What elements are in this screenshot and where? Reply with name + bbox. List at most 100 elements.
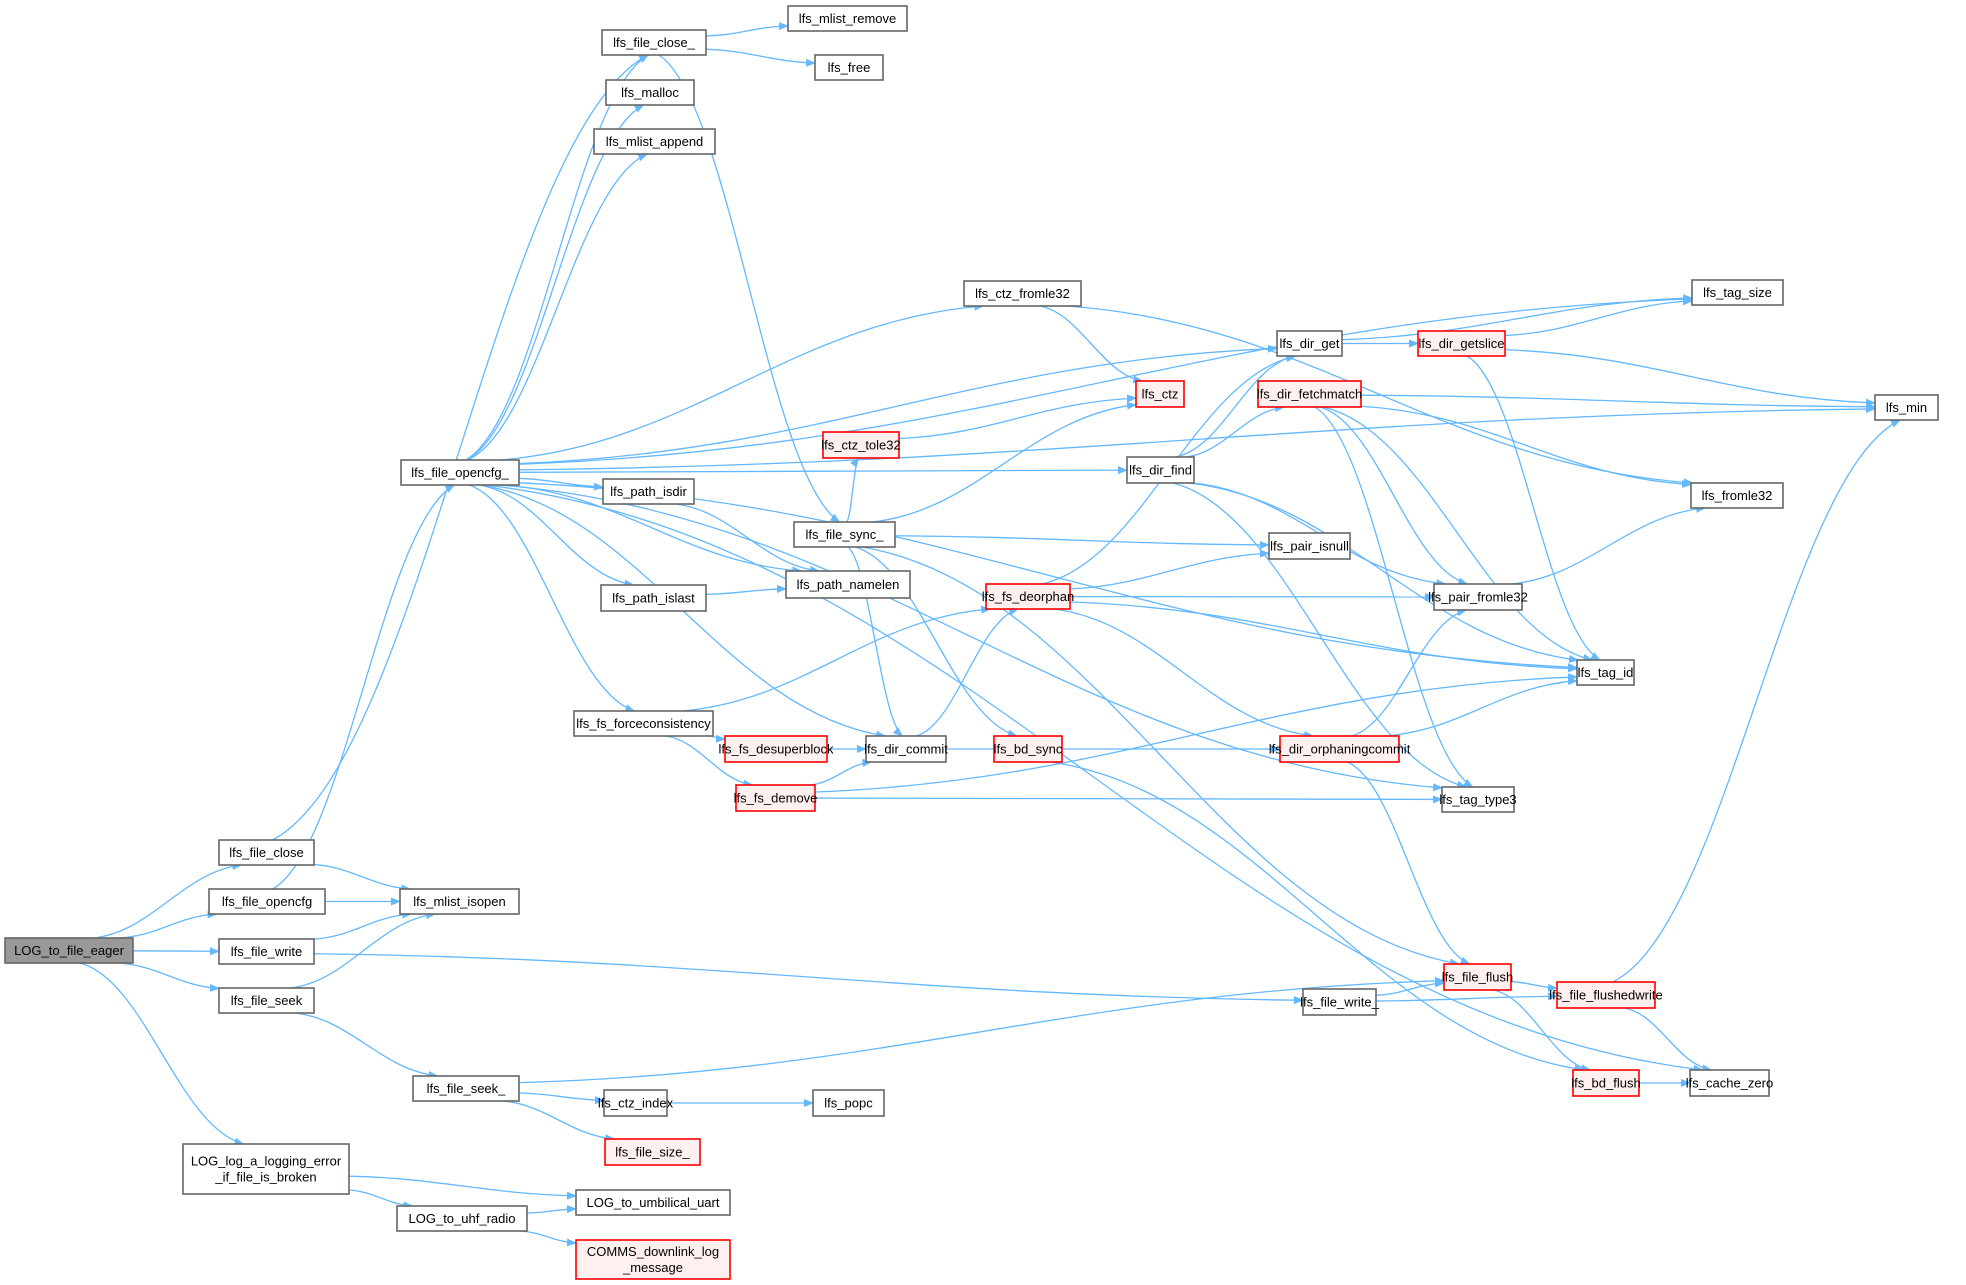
node-lfs_ctz_fromle32[interactable]: lfs_ctz_fromle32 [963, 280, 1082, 307]
node-lfs_path_namelen[interactable]: lfs_path_namelen [785, 570, 911, 599]
node-lfs_ctz[interactable]: lfs_ctz [1135, 380, 1185, 408]
node-box[interactable] [396, 1205, 528, 1232]
node-lfs_path_isdir[interactable]: lfs_path_isdir [602, 478, 695, 505]
node-box[interactable] [1441, 786, 1515, 813]
node-lfs_dir_commit[interactable]: lfs_dir_commit [864, 735, 948, 763]
node-lfs_pair_isnull[interactable]: lfs_pair_isnull [1268, 532, 1351, 560]
node-box[interactable] [4, 937, 134, 964]
node-box[interactable] [400, 459, 520, 486]
node-box[interactable] [812, 1089, 885, 1117]
node-lfs_fs_demove[interactable]: lfs_fs_demove [734, 784, 818, 812]
node-box[interactable] [1443, 963, 1512, 991]
node-box[interactable] [602, 478, 695, 505]
node-box[interactable] [1556, 981, 1656, 1009]
node-lfs_file_write[interactable]: lfs_file_write [218, 938, 315, 965]
node-box[interactable] [822, 431, 900, 459]
node-lfs_file_opencfg_[interactable]: lfs_file_opencfg_ [400, 459, 520, 486]
node-lfs_file_seek_[interactable]: lfs_file_seek_ [412, 1075, 520, 1102]
node-lfs_bd_flush[interactable]: lfs_bd_flush [1571, 1069, 1641, 1097]
node-lfs_tag_size[interactable]: lfs_tag_size [1691, 279, 1784, 306]
node-box[interactable] [600, 584, 707, 612]
node-lfs_file_opencfg[interactable]: lfs_file_opencfg [208, 888, 326, 915]
node-lfs_dir_getslice[interactable]: lfs_dir_getslice [1417, 330, 1506, 357]
node-box[interactable] [963, 280, 1082, 307]
node-lfs_cache_zero[interactable]: lfs_cache_zero [1686, 1069, 1773, 1097]
node-lfs_ctz_index[interactable]: lfs_ctz_index [598, 1089, 674, 1117]
node-box[interactable] [603, 1089, 668, 1117]
node-box[interactable] [208, 888, 326, 915]
node-box[interactable] [1257, 380, 1362, 408]
node-lfs_pair_fromle32[interactable]: lfs_pair_fromle32 [1428, 583, 1528, 611]
node-box[interactable] [1135, 380, 1185, 408]
node-box[interactable] [735, 784, 816, 812]
node-box[interactable] [182, 1143, 350, 1195]
node-box[interactable] [1417, 330, 1506, 357]
node-box[interactable] [1268, 532, 1351, 560]
node-box[interactable] [1690, 482, 1784, 509]
node-lfs_file_seek[interactable]: lfs_file_seek [218, 987, 315, 1014]
node-box[interactable] [985, 583, 1071, 610]
node-box[interactable] [593, 128, 716, 155]
node-box[interactable] [1279, 735, 1400, 763]
node-box[interactable] [1276, 330, 1343, 357]
node-lfs_file_close[interactable]: lfs_file_close [218, 839, 315, 866]
node-lfs_file_flush[interactable]: lfs_file_flush [1442, 963, 1514, 991]
node-box[interactable] [1689, 1069, 1770, 1097]
node-lfs_file_flushedwrite[interactable]: lfs_file_flushedwrite [1549, 981, 1663, 1009]
node-box[interactable] [573, 710, 714, 737]
node-box[interactable] [814, 54, 884, 81]
node-lfs_fs_deorphan[interactable]: lfs_fs_deorphan [982, 583, 1075, 610]
node-box[interactable] [1433, 583, 1523, 611]
node-box[interactable] [218, 987, 315, 1014]
node-box[interactable] [865, 735, 947, 763]
node-lfs_dir_get[interactable]: lfs_dir_get [1276, 330, 1343, 357]
node-LOG_log_a_logging_error_if_file_is_broken[interactable]: LOG_log_a_logging_error_if_file_is_broke… [182, 1143, 350, 1195]
node-lfs_file_write_[interactable]: lfs_file_write_ [1300, 988, 1380, 1016]
node-box[interactable] [787, 5, 908, 32]
node-box[interactable] [1302, 988, 1377, 1016]
node-lfs_mlist_append[interactable]: lfs_mlist_append [593, 128, 716, 155]
node-box[interactable] [218, 839, 315, 866]
node-lfs_file_size_[interactable]: lfs_file_size_ [604, 1138, 701, 1166]
node-box[interactable] [1572, 1069, 1640, 1097]
node-lfs_mlist_remove[interactable]: lfs_mlist_remove [787, 5, 908, 32]
node-box[interactable] [785, 570, 911, 599]
node-lfs_fs_desuperblock[interactable]: lfs_fs_desuperblock [719, 735, 834, 763]
node-lfs_file_sync_[interactable]: lfs_file_sync_ [793, 521, 896, 548]
node-lfs_fromle32[interactable]: lfs_fromle32 [1690, 482, 1784, 509]
node-lfs_fs_forceconsistency[interactable]: lfs_fs_forceconsistency [573, 710, 714, 737]
node-box[interactable] [605, 79, 695, 106]
node-box[interactable] [601, 29, 707, 56]
node-box[interactable] [1126, 456, 1195, 484]
node-box[interactable] [793, 521, 896, 548]
node-lfs_path_islast[interactable]: lfs_path_islast [600, 584, 707, 612]
node-box[interactable] [575, 1239, 731, 1280]
node-box[interactable] [1576, 659, 1635, 686]
node-lfs_free[interactable]: lfs_free [814, 54, 884, 81]
node-LOG_to_uhf_radio[interactable]: LOG_to_uhf_radio [396, 1205, 528, 1232]
node-LOG_to_file_eager[interactable]: LOG_to_file_eager [4, 937, 134, 964]
node-lfs_dir_orphaningcommit[interactable]: lfs_dir_orphaningcommit [1269, 735, 1411, 763]
node-box[interactable] [604, 1138, 701, 1166]
node-box[interactable] [575, 1189, 731, 1216]
node-lfs_file_close_[interactable]: lfs_file_close_ [601, 29, 707, 56]
node-box[interactable] [993, 735, 1063, 763]
node-COMMS_downlink_log_message[interactable]: COMMS_downlink_log_message [575, 1239, 731, 1280]
node-lfs_min[interactable]: lfs_min [1874, 394, 1939, 421]
node-box[interactable] [399, 888, 520, 915]
node-box[interactable] [724, 735, 828, 763]
node-lfs_bd_sync[interactable]: lfs_bd_sync [993, 735, 1063, 763]
node-LOG_to_umbilical_uart[interactable]: LOG_to_umbilical_uart [575, 1189, 731, 1216]
node-lfs_mlist_isopen[interactable]: lfs_mlist_isopen [399, 888, 520, 915]
node-lfs_dir_fetchmatch[interactable]: lfs_dir_fetchmatch [1257, 380, 1363, 408]
node-lfs_popc[interactable]: lfs_popc [812, 1089, 885, 1117]
node-lfs_tag_type3[interactable]: lfs_tag_type3 [1439, 786, 1517, 813]
node-lfs_dir_find[interactable]: lfs_dir_find [1126, 456, 1195, 484]
node-box[interactable] [1874, 394, 1939, 421]
node-box[interactable] [412, 1075, 520, 1102]
node-box[interactable] [1691, 279, 1784, 306]
node-lfs_malloc[interactable]: lfs_malloc [605, 79, 695, 106]
node-lfs_tag_id[interactable]: lfs_tag_id [1576, 659, 1635, 686]
node-box[interactable] [218, 938, 315, 965]
node-lfs_ctz_tole32[interactable]: lfs_ctz_tole32 [821, 431, 901, 459]
